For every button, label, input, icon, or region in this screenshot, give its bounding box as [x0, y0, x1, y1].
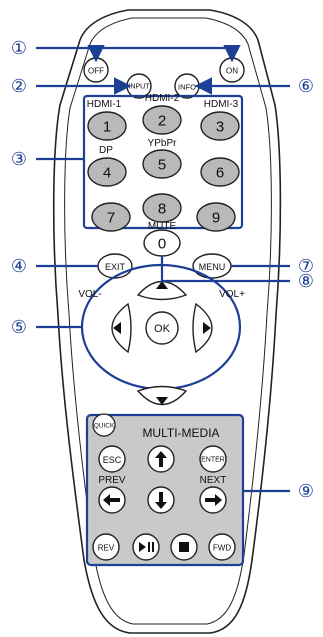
fwd-button[interactable]: FWD [208, 533, 236, 561]
callout-8-line [160, 256, 290, 283]
next-label: NEXT [200, 475, 227, 486]
dp-label: DP [99, 145, 113, 156]
info-button[interactable]: INFO [174, 73, 200, 99]
callout-9: ⑨ [298, 481, 314, 501]
play-pause-button[interactable] [132, 533, 160, 561]
on-button[interactable]: ON [219, 57, 245, 83]
svg-text:EXIT: EXIT [105, 262, 126, 272]
number-0-mute-button[interactable]: 0 [143, 229, 181, 257]
callout-1: ① [11, 38, 27, 58]
left-triangle-icon [113, 322, 121, 334]
callout-3: ③ [11, 149, 27, 169]
svg-text:6: 6 [216, 165, 224, 182]
svg-text:INPUT: INPUT [129, 84, 151, 91]
svg-text:ON: ON [226, 67, 238, 76]
svg-text:REV: REV [98, 544, 115, 553]
svg-text:MENU: MENU [199, 262, 226, 272]
hdmi1-label: HDMI-1 [87, 99, 122, 110]
menu-button[interactable]: MENU [192, 253, 232, 279]
quick-button[interactable]: QUICK [92, 413, 116, 437]
arrow-down-button[interactable] [147, 486, 175, 514]
left-arrow-icon [103, 494, 120, 506]
svg-text:9: 9 [212, 210, 220, 227]
number-3-button[interactable]: 3 [200, 111, 240, 141]
number-4-button[interactable]: 4 [87, 157, 127, 187]
ypbpr-label: YPbPr [148, 138, 178, 149]
number-1-button[interactable]: 1 [87, 111, 127, 141]
up-triangle-icon [156, 281, 168, 289]
right-arrow-icon [205, 494, 222, 506]
svg-text:ESC: ESC [103, 455, 122, 465]
hdmi3-label: HDMI-3 [204, 99, 239, 110]
svg-text:OFF: OFF [88, 67, 104, 76]
svg-text:FWD: FWD [213, 544, 231, 553]
ok-button[interactable]: OK [145, 311, 179, 345]
down-arrow-icon [155, 492, 167, 509]
svg-text:4: 4 [103, 165, 111, 182]
right-triangle-icon [203, 322, 211, 334]
vol-plus-label: VOL+ [219, 289, 245, 300]
svg-text:0: 0 [158, 236, 166, 253]
number-6-button[interactable]: 6 [200, 157, 240, 187]
svg-text:ENTER: ENTER [201, 457, 225, 464]
svg-text:7: 7 [107, 210, 115, 227]
play-pause-icon [139, 542, 154, 552]
number-8-button[interactable]: 8 [142, 193, 182, 223]
enter-button[interactable]: ENTER [199, 445, 227, 473]
svg-text:INFO: INFO [178, 83, 196, 92]
mute-label: MUTE [148, 221, 177, 232]
esc-button[interactable]: ESC [98, 445, 126, 473]
right-volume-up-button[interactable] [192, 302, 213, 354]
remote-inner-outline [64, 17, 272, 625]
off-button[interactable]: OFF [83, 57, 109, 83]
callout-8: ⑧ [298, 271, 314, 291]
vol-minus-label: VOL- [78, 289, 101, 300]
callout-1-lines [36, 44, 241, 63]
svg-text:2: 2 [158, 113, 166, 130]
input-button[interactable]: INPUT [126, 73, 152, 99]
exit-button[interactable]: EXIT [97, 253, 133, 279]
svg-text:QUICK: QUICK [94, 423, 115, 430]
svg-text:OK: OK [154, 323, 171, 335]
stop-button[interactable] [170, 533, 198, 561]
down-button[interactable] [136, 385, 188, 406]
multimedia-label: MULTI-MEDIA [142, 426, 219, 440]
next-button[interactable] [199, 486, 227, 514]
callout-2: ② [11, 76, 27, 96]
left-volume-down-button[interactable] [111, 302, 132, 354]
up-button[interactable] [136, 280, 188, 301]
svg-text:1: 1 [103, 119, 111, 136]
number-pad-frame [82, 94, 244, 230]
prev-label: PREV [98, 475, 126, 486]
callout-7: ⑦ [298, 256, 314, 276]
svg-text:8: 8 [158, 201, 166, 218]
stop-square-icon [179, 542, 189, 552]
rev-button[interactable]: REV [92, 533, 120, 561]
callout-6: ⑥ [298, 76, 314, 96]
number-2-button[interactable]: 2 [142, 105, 182, 135]
callout-5: ⑤ [11, 317, 27, 337]
number-9-button[interactable]: 9 [196, 202, 236, 232]
number-5-button[interactable]: 5 [142, 149, 182, 179]
callout-4: ④ [11, 256, 27, 276]
down-triangle-icon [156, 397, 168, 405]
svg-text:3: 3 [216, 119, 224, 136]
up-arrow-icon [155, 451, 167, 467]
number-7-button[interactable]: 7 [91, 202, 131, 232]
prev-button[interactable] [98, 486, 126, 514]
hdmi2-label: HDMI-2 [145, 93, 180, 104]
arrow-up-button[interactable] [147, 445, 175, 473]
svg-text:5: 5 [158, 157, 166, 174]
